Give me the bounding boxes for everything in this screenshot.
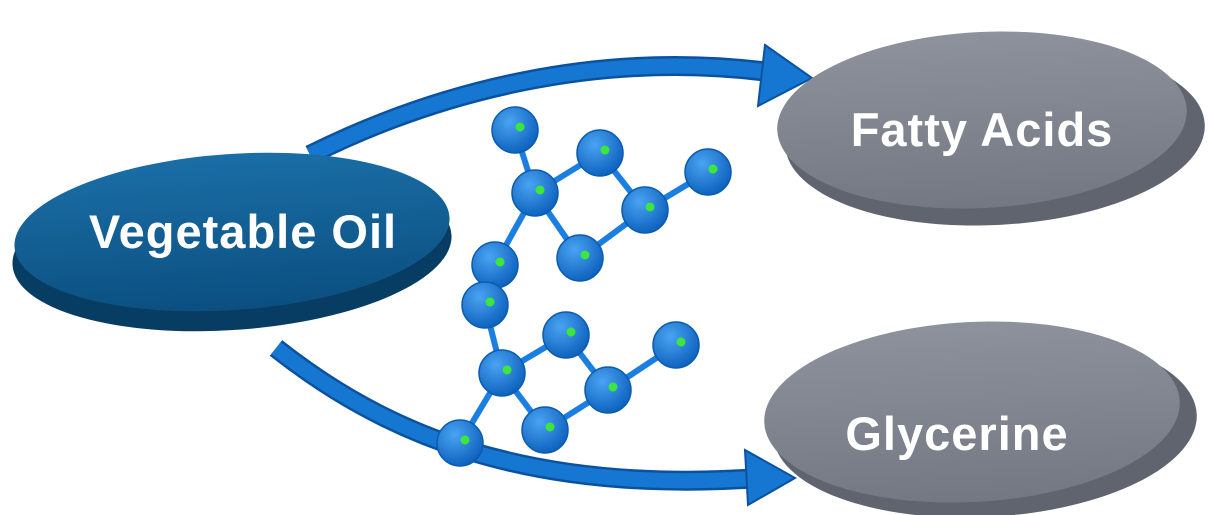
molecule-atom (542, 311, 590, 359)
atom-core (580, 250, 590, 260)
molecule-model (436, 106, 732, 467)
molecule-atom (584, 366, 632, 414)
molecule-atom (511, 169, 559, 217)
node-vegetable-oil: Vegetable Oil (12, 152, 452, 332)
atom-core (708, 164, 718, 174)
molecule-atom (471, 241, 519, 289)
arrow-head-glycerine (743, 448, 798, 507)
atom-core (600, 145, 610, 155)
arrow-head-fatty-acids (756, 43, 814, 108)
atom-core (502, 365, 512, 375)
disk-top (777, 31, 1187, 209)
molecule-atom (478, 349, 526, 397)
atom-core (545, 422, 555, 432)
atom-core (515, 122, 525, 132)
atom-core (495, 257, 505, 267)
arrow-to-fatty-acids-fill (306, 58, 792, 162)
atom-core (460, 435, 470, 445)
molecule-atom (521, 406, 569, 454)
molecule-atom (461, 281, 509, 329)
fatty-acids-label: Fatty Acids (851, 103, 1114, 156)
vegetable-oil-label: Vegetable Oil (89, 205, 397, 258)
molecule-atom (436, 419, 484, 467)
atom-core (676, 337, 686, 347)
molecule-atom (556, 234, 604, 282)
node-fatty-acids: Fatty Acids (777, 31, 1205, 226)
molecule-atoms (436, 106, 732, 467)
molecule-atom (491, 106, 539, 154)
molecule-atom (684, 148, 732, 196)
atom-core (535, 185, 545, 195)
glycerine-label: Glycerine (845, 407, 1068, 460)
disk-top (14, 152, 450, 312)
molecule-atom (576, 129, 624, 177)
atom-core (485, 297, 495, 307)
atom-core (566, 327, 576, 337)
atom-core (645, 202, 655, 212)
molecule-atom (652, 321, 700, 369)
molecule-atom (621, 186, 669, 234)
atom-core (608, 382, 618, 392)
disk-top (764, 321, 1180, 503)
node-glycerine: Glycerine (764, 321, 1197, 515)
